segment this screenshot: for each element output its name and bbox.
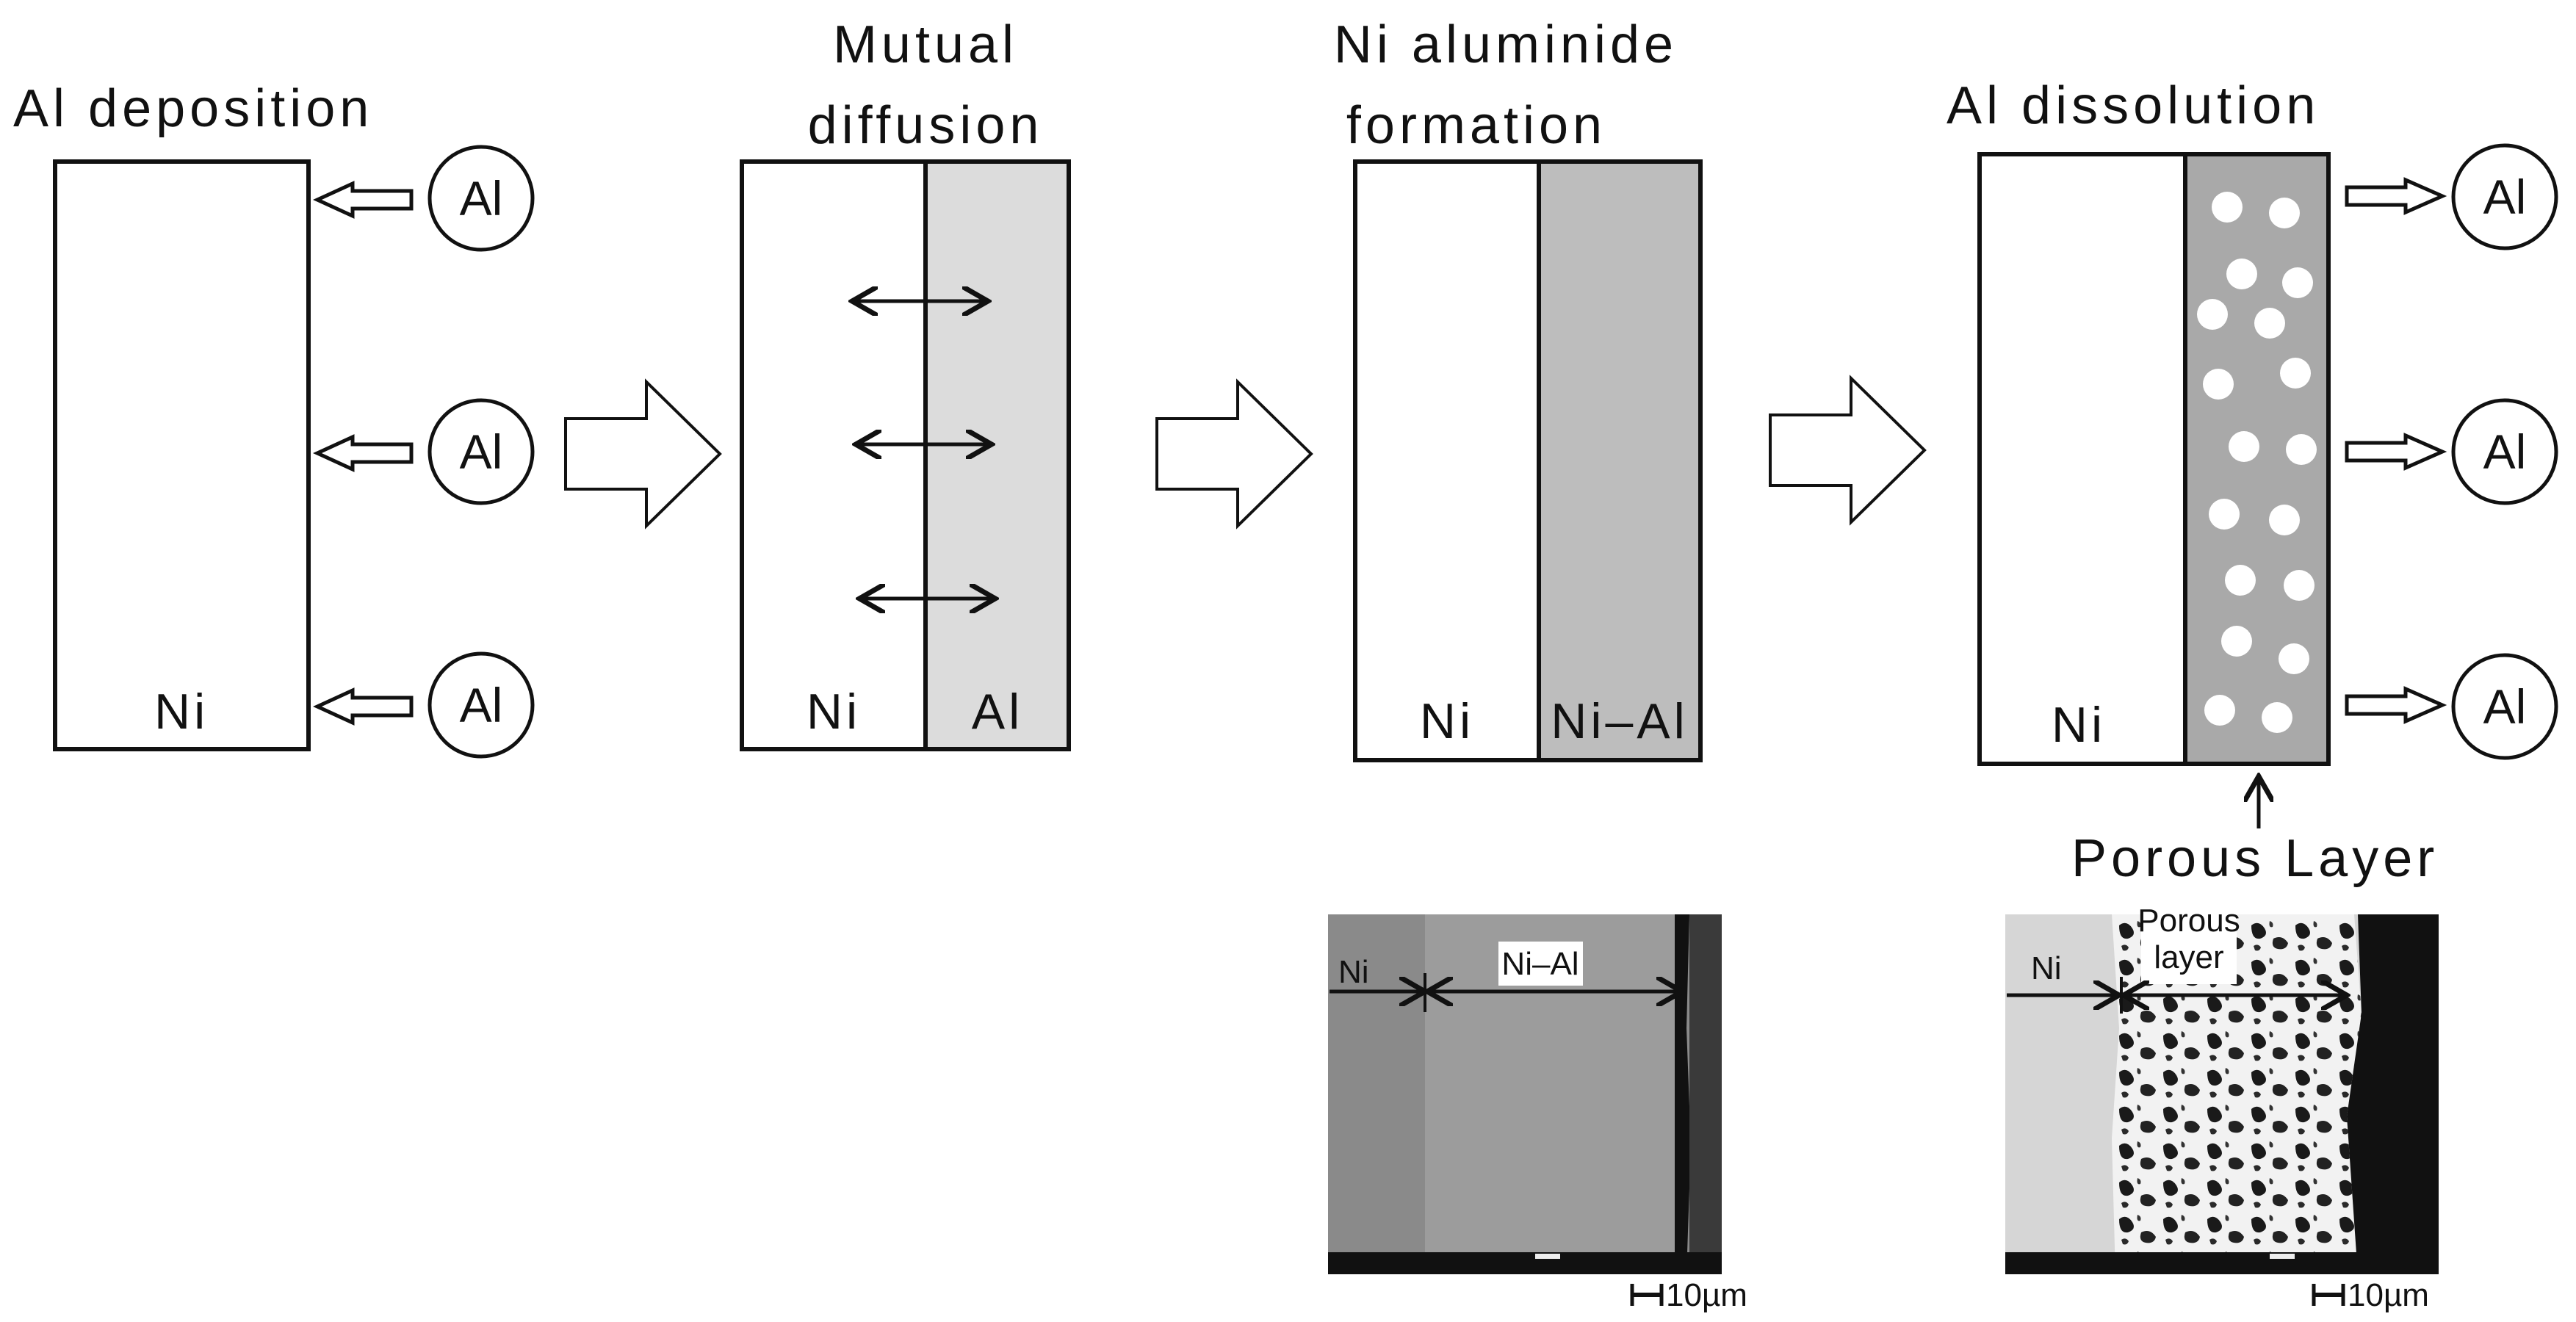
micrograph-ni-al <box>1328 914 1722 1274</box>
stage2-al-label: Al <box>972 684 1023 740</box>
micrograph-left-scale-label: 10µm <box>1666 1277 1747 1313</box>
ni-layer-stage4 <box>1977 152 2187 766</box>
stage2-ni-label: Ni <box>807 684 861 740</box>
outgoing-al-arrow-2 <box>2345 433 2447 471</box>
micrograph-right-ni-label: Ni <box>2031 950 2062 986</box>
incoming-al-arrow-2 <box>312 434 414 472</box>
incoming-al-arrow-3 <box>312 687 414 726</box>
al-atom-out-2 <box>2451 398 2558 505</box>
al-atom-out-2-label: Al <box>2483 425 2527 479</box>
al-atom-out-3-label: Al <box>2483 679 2527 734</box>
al-atom-2-label: Al <box>460 425 503 479</box>
stage4-title: Al dissolution <box>1947 76 2320 135</box>
pores <box>2197 192 2317 733</box>
stage1-title: Al deposition <box>13 79 373 138</box>
micrograph-right-porous-label-1: Porous <box>2137 903 2240 939</box>
al-atom-1-label: Al <box>460 171 503 225</box>
stage3-title-line1: Ni aluminide <box>1334 15 1678 74</box>
stage2-title-line2: diffusion <box>808 96 1044 155</box>
al-atom-1 <box>427 145 535 252</box>
outgoing-al-arrow-3 <box>2345 686 2447 724</box>
micrograph-left-ni-al-label: Ni–Al <box>1501 946 1579 982</box>
stage1-ni-label: Ni <box>154 684 209 740</box>
outgoing-al-arrow-1 <box>2345 177 2447 215</box>
micrograph-right-porous-label-2: layer <box>2154 939 2223 975</box>
stage3-ni-label: Ni <box>1420 693 1474 749</box>
al-atom-3-label: Al <box>460 678 503 732</box>
stage3-ni-al-label: Ni–Al <box>1551 693 1689 749</box>
al-layer-stage2 <box>923 159 1071 751</box>
al-atom-3 <box>427 651 535 759</box>
ni-layer-stage2 <box>740 159 928 751</box>
process-arrow-1 <box>564 378 722 530</box>
micrograph-right-scale-bar <box>2312 1284 2345 1306</box>
micrograph-porous-layer <box>2005 914 2439 1274</box>
micrograph-left-ni-label: Ni <box>1338 954 1369 990</box>
ni-al-layer-stage3 <box>1537 159 1703 762</box>
micrograph-right-scale-label: 10µm <box>2348 1277 2429 1313</box>
stage3-title-line2: formation <box>1346 96 1606 155</box>
stage2-title-line1: Mutual <box>833 15 1018 74</box>
process-arrow-3 <box>1769 375 1927 526</box>
porous-layer-callout-label: Porous Layer <box>2071 829 2439 888</box>
al-atom-2 <box>427 398 535 505</box>
al-atom-out-1-label: Al <box>2483 170 2527 224</box>
ni-layer-stage3 <box>1353 159 1541 762</box>
al-atom-out-3 <box>2451 653 2558 760</box>
al-atom-out-1 <box>2451 143 2558 250</box>
stage4-ni-label: Ni <box>2052 697 2106 753</box>
incoming-al-arrow-1 <box>312 181 414 219</box>
micrograph-left-scale-bar <box>1630 1284 1664 1306</box>
ni-substrate-stage1 <box>53 159 311 751</box>
process-arrow-2 <box>1155 378 1313 530</box>
